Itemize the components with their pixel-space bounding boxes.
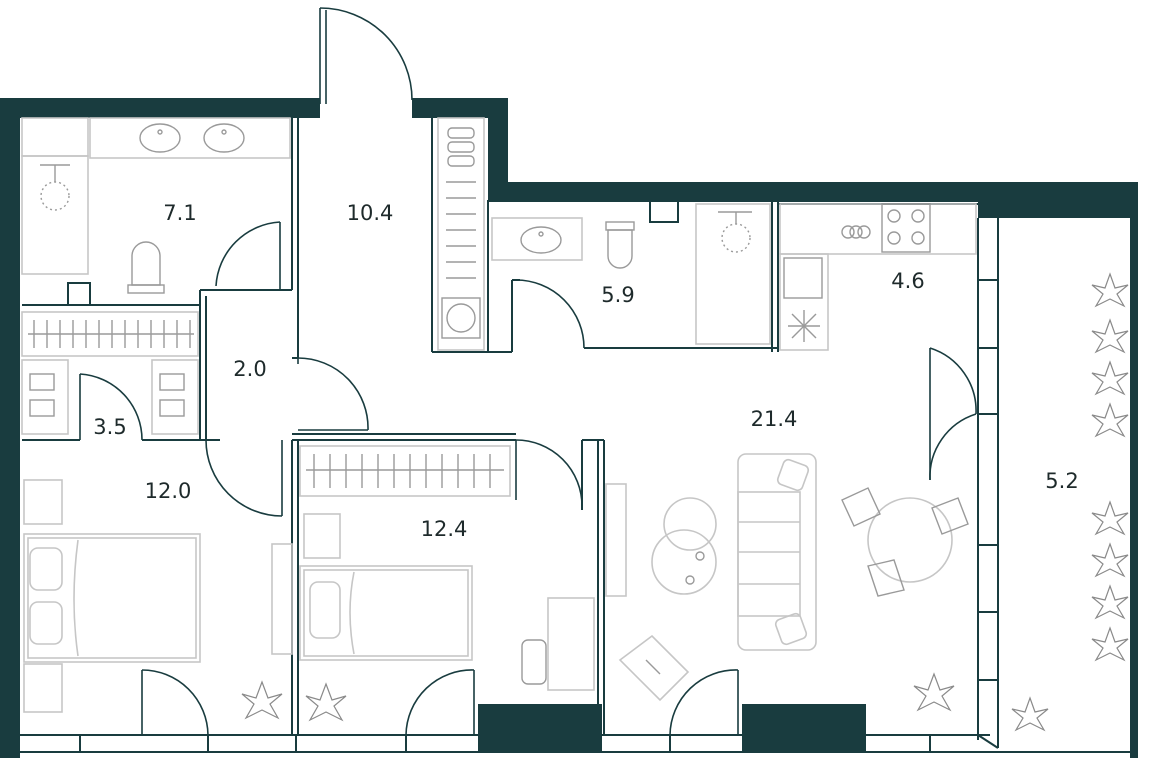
plant-icon [1011, 696, 1049, 732]
shower-icon [718, 211, 752, 253]
outer-walls [0, 98, 1138, 758]
balcony-mullions [978, 279, 998, 681]
wardrobe-icon [306, 454, 504, 488]
fridge-icon [788, 310, 820, 342]
bathroom-2-fixtures [491, 203, 771, 345]
plant-icon [1091, 360, 1129, 396]
plant-icon [1091, 542, 1129, 578]
room-area-hallway: 10.4 [347, 201, 394, 225]
bedroom-2-furniture [271, 445, 627, 722]
room-area-bedroom-2: 12.4 [421, 517, 468, 541]
room-area-balcony: 5.2 [1045, 469, 1078, 493]
room-labels: 7.1 10.4 5.9 4.6 2.0 3.5 21.4 12.0 12.4 … [93, 201, 1078, 541]
room-area-corridor: 2.0 [233, 357, 266, 381]
sink-icon [203, 123, 245, 153]
wardrobe-fixtures [21, 311, 199, 435]
chair-icon [521, 639, 547, 685]
table-icon [651, 497, 717, 595]
sink-icon [520, 226, 562, 254]
kitchen-fixtures [779, 203, 977, 351]
plant-icon [1091, 318, 1129, 354]
plant-icon [1091, 402, 1129, 438]
doors [79, 7, 977, 736]
wardrobe-icon [28, 320, 194, 348]
plant-icon [1091, 272, 1129, 308]
table-icon [867, 497, 953, 583]
toilet-icon [605, 221, 635, 269]
stove-icon [841, 203, 931, 253]
bedroom-1-furniture [23, 479, 283, 720]
living-room-furniture [618, 453, 969, 712]
room-area-living-room: 21.4 [751, 407, 798, 431]
plant-icon [1091, 584, 1129, 620]
bathroom-1-fixtures [21, 117, 291, 294]
plant-icon [1091, 500, 1129, 536]
plant-icon [913, 672, 955, 712]
plant-icon [241, 680, 283, 720]
chair-icon [841, 487, 969, 597]
room-area-kitchen: 4.6 [891, 269, 924, 293]
plant-icon [305, 682, 347, 722]
interior-walls [20, 118, 1138, 753]
washing-machine-icon [441, 297, 481, 339]
hallway-fixtures [437, 117, 485, 351]
toilet-icon [127, 241, 165, 294]
bed-icon [299, 565, 473, 661]
room-area-bathroom-1: 7.1 [163, 201, 196, 225]
chair-icon [618, 634, 690, 702]
plant-icon [1091, 626, 1129, 662]
balcony-plants [1011, 272, 1129, 732]
room-area-bedroom-1: 12.0 [145, 479, 192, 503]
bed-icon [23, 533, 201, 663]
shoe-rack-icon [446, 127, 476, 279]
room-area-bathroom-2: 5.9 [601, 283, 634, 307]
shower-icon [40, 164, 70, 211]
sofa-icon [737, 453, 817, 651]
sink-icon [139, 123, 181, 153]
room-area-wardrobe: 3.5 [93, 415, 126, 439]
